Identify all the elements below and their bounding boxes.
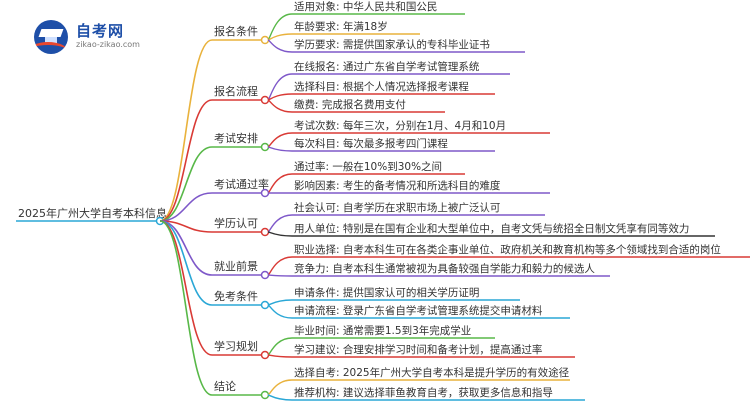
leaf-label: 毕业时间: 通常需要1.5到3年完成学业	[294, 324, 471, 337]
branch-connector	[159, 220, 213, 306]
leaf-connector	[267, 299, 293, 306]
branch-connector	[159, 220, 213, 356]
branch-label: 免考条件	[214, 289, 258, 303]
leaf-connector	[267, 354, 293, 358]
branch-label: 学历认可	[214, 216, 258, 230]
branch-node-dot	[260, 300, 270, 310]
leaf-label: 每次科目: 每次最多报考四门课程	[294, 137, 448, 150]
branch-connector	[159, 220, 213, 276]
branch-connector	[159, 99, 213, 222]
branch-connector	[159, 220, 213, 396]
leaf-label: 通过率: 一般在10%到30%之间	[294, 160, 442, 173]
leaf-label: 学历要求: 需提供国家承认的专科毕业证书	[294, 38, 490, 51]
leaf-connector	[267, 231, 293, 237]
leaf-label: 申请条件: 提供国家认可的相关学历证明	[294, 286, 479, 299]
leaf-connector	[267, 73, 293, 101]
graduation-cap-icon	[34, 20, 68, 54]
leaf-label: 用人单位: 特别是在国有企业和大型单位中，自考文凭与统招全日制文凭享有同等效力	[294, 222, 689, 235]
leaf-connector	[267, 337, 293, 356]
leaf-label: 申请流程: 登录广东省自学考试管理系统提交申请材料	[294, 304, 543, 317]
leaf-connector	[267, 214, 293, 233]
leaf-label: 推荐机构: 建议选择菲鱼教育自考，获取更多信息和指导	[294, 386, 553, 399]
leaf-connector	[267, 146, 293, 152]
leaf-label: 选择自考: 2025年广州大学自考本科是提升学历的有效途径	[294, 366, 570, 379]
branch-node-dot	[260, 270, 270, 280]
leaf-connector	[267, 256, 293, 276]
branch-connector	[159, 146, 213, 222]
branch-node-dot	[260, 35, 270, 45]
leaf-connector	[267, 33, 293, 41]
branch-connector	[159, 192, 213, 222]
branch-node-dot	[260, 390, 270, 400]
leaf-connector	[267, 394, 293, 401]
leaf-label: 缴费: 完成报名费用支付	[294, 98, 406, 111]
leaf-connector	[267, 99, 293, 113]
leaf-label: 竞争力: 自考本科生通常被视为具备较强自学能力和毅力的候选人	[294, 262, 595, 275]
branch-node-dot	[260, 188, 270, 198]
branch-label: 学习规划	[214, 339, 258, 353]
branch-label: 结论	[214, 379, 236, 393]
leaf-connector	[267, 132, 293, 148]
leaf-connector	[267, 304, 293, 319]
branch-node-dot	[260, 350, 270, 360]
branch-label: 考试通过率	[214, 177, 269, 191]
leaf-label: 适用对象: 中华人民共和国公民	[294, 0, 437, 13]
logo-title: 自考网	[76, 22, 125, 40]
leaf-connector	[267, 39, 293, 53]
branch-node-dot	[260, 95, 270, 105]
leaf-connector	[267, 93, 293, 101]
logo-url: zikao-zikao.com	[76, 40, 140, 49]
leaf-connector	[267, 274, 293, 277]
leaf-label: 选择科目: 根据个人情况选择报考课程	[294, 80, 469, 93]
leaf-label: 学习建议: 合理安排学习时间和备考计划，提高通过率	[294, 343, 542, 356]
leaf-label: 职业选择: 自考本科生可在各类企事业单位、政府机关和教育机构等多个领域找到合适的…	[294, 243, 721, 256]
leaf-connector	[267, 13, 293, 41]
leaf-label: 影响因素: 考生的备考情况和所选科目的难度	[294, 179, 501, 192]
branch-label: 报名流程	[214, 84, 258, 98]
root-label: 2025年广州大学自考本科信息	[18, 206, 167, 220]
site-logo[interactable]: 自考网 zikao-zikao.com	[34, 20, 214, 60]
branch-connector	[159, 39, 213, 222]
leaf-connector	[267, 379, 293, 396]
leaf-connector	[267, 173, 293, 194]
leaf-label: 考试次数: 每年三次，分别在1月、4月和10月	[294, 119, 506, 132]
leaf-label: 社会认可: 自考学历在求职市场上被广泛认可	[294, 201, 500, 214]
branch-node-dot	[260, 227, 270, 237]
branch-node-dot	[260, 142, 270, 152]
branch-label: 报名条件	[214, 24, 258, 38]
leaf-label: 在线报名: 通过广东省自学考试管理系统	[294, 60, 480, 73]
branch-label: 考试安排	[214, 131, 258, 145]
leaf-label: 年龄要求: 年满18岁	[294, 20, 388, 33]
branch-label: 就业前景	[214, 259, 258, 273]
